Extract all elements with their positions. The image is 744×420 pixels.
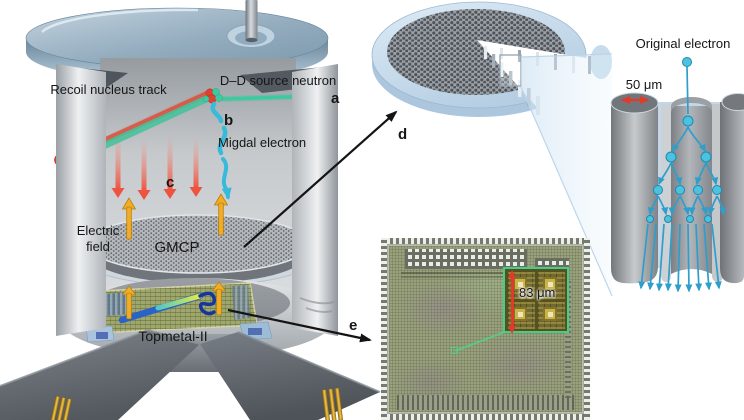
topmetal-chip	[94, 282, 258, 334]
panel-marker-e: e	[349, 317, 358, 334]
pixel-pad-core	[548, 282, 553, 287]
pixel-pad	[513, 307, 527, 321]
channel-opening-left	[610, 92, 659, 114]
pad-ring-bottom	[381, 414, 590, 420]
source-neutron-label: D–D source neutron	[219, 73, 337, 88]
avalanche-electrons	[646, 57, 722, 223]
inset-source-box	[451, 347, 458, 354]
field-arrows-upper	[121, 193, 229, 240]
migdal-electron-track	[210, 101, 232, 200]
electron-avalanche	[638, 66, 727, 293]
pad-ring-top	[381, 238, 590, 244]
pixel-cell	[538, 272, 565, 299]
pixel-pad-core	[518, 282, 523, 287]
chip-track	[118, 291, 217, 324]
drift-arrow-icon	[163, 189, 177, 199]
bottom-band	[397, 395, 574, 410]
bond-pad-grid-small	[535, 258, 569, 268]
recoil-track-label: Recoil nucleus track	[50, 82, 167, 97]
pixel-scale-arrow	[508, 270, 515, 334]
stand-legs-right	[321, 387, 343, 420]
pixel-pad-core	[518, 312, 523, 317]
exit-arrows	[638, 223, 722, 293]
chip-pointer-arrow-icon	[227, 308, 372, 343]
drift-arrow-icon	[111, 188, 125, 198]
bus-line	[401, 276, 568, 278]
interaction-vertex	[202, 88, 223, 104]
original-electron-label: Original electron	[635, 36, 731, 51]
original-electron-ball	[682, 57, 692, 67]
channel-tube-left	[611, 104, 658, 284]
drift-arrow-icon	[189, 187, 203, 197]
drift-arrows	[111, 136, 203, 200]
bond-pad-grid	[405, 249, 527, 269]
bus-line	[401, 272, 568, 274]
migdal-electron-label: Migdal electron	[218, 135, 307, 150]
topmetal-micrograph: 83 μm	[381, 238, 590, 420]
pixel-inset-zoom: 83 μm	[503, 267, 569, 334]
gmcp-label: GMCP	[154, 239, 200, 256]
gmcp-pointer-arrow-icon	[243, 110, 398, 248]
pixel-pad	[513, 277, 527, 291]
pad-ring-right	[584, 238, 590, 420]
electric-field-label: Electric field	[76, 223, 120, 255]
top-rod	[245, 0, 258, 40]
channel-closeup	[610, 57, 744, 293]
gmcp-plate	[71, 214, 325, 287]
panel-marker-c: c	[166, 174, 175, 191]
vessel-wall-left	[56, 64, 106, 336]
pixel-pad	[543, 277, 557, 291]
panel-marker-d: d	[398, 126, 408, 143]
right-band	[565, 280, 571, 398]
field-arrows-lower	[121, 281, 227, 320]
drift-arrow-icon	[137, 190, 151, 200]
pad-ring-left	[381, 238, 387, 420]
pixel-scale-label: 83 μm	[519, 285, 556, 300]
detector-vessel	[25, 0, 338, 358]
panel-marker-b: b	[224, 112, 234, 129]
magnification-cone	[520, 53, 613, 297]
vessel-wall-right	[292, 64, 338, 336]
panel-marker-a: a	[331, 90, 340, 107]
pixel-cell	[538, 302, 565, 329]
pixel-pad-core	[548, 312, 553, 317]
pixel-pad	[543, 307, 557, 321]
channel-tube-right	[720, 102, 744, 284]
topmetal-label: Topmetal-II	[138, 328, 208, 344]
channel-scale-label: 50 μm	[625, 77, 663, 92]
zoom-region-box	[499, 54, 522, 87]
